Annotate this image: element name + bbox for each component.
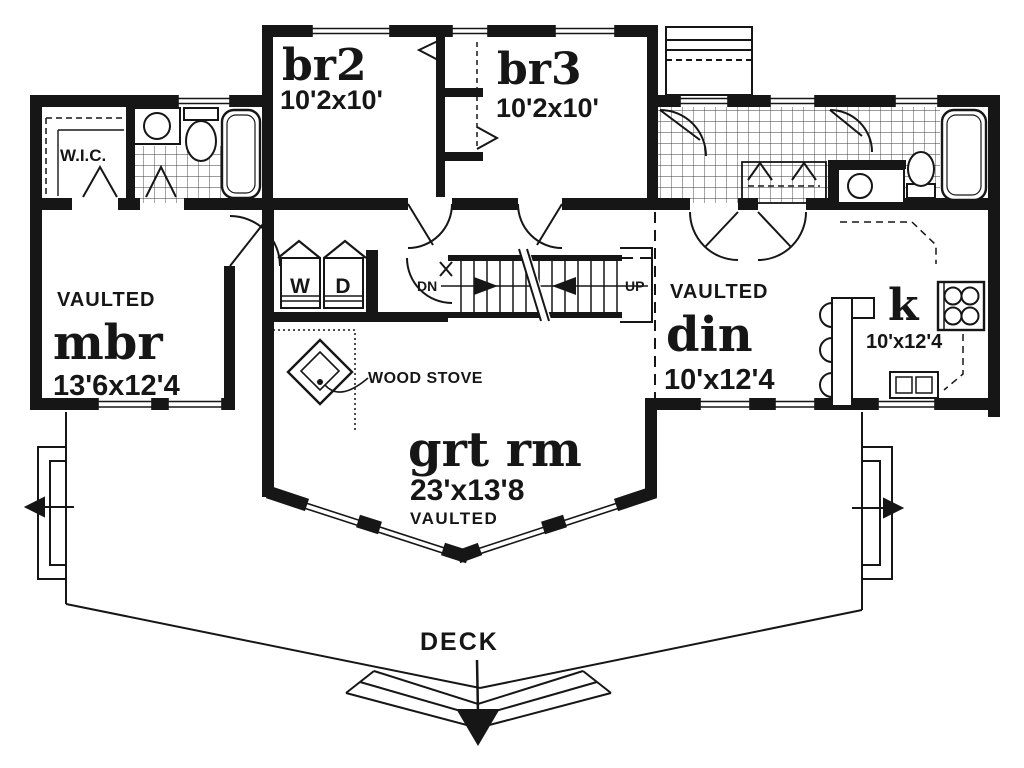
- stair-arrow-up: [552, 277, 576, 295]
- din-door-left: [689, 211, 739, 261]
- din-dims: 10'x12'4: [664, 364, 775, 396]
- bath-right-fixtures: [837, 108, 988, 204]
- main-stairs: [441, 212, 656, 406]
- basement-stair-door: [406, 257, 453, 304]
- sink-icon: [847, 173, 873, 199]
- wood-stove-area: [273, 329, 369, 430]
- wood-stove-label: WOOD STOVE: [368, 370, 483, 387]
- deck-structure: [23, 412, 905, 746]
- stairs-up-label: UP: [625, 278, 644, 294]
- bar-stools: [819, 302, 833, 398]
- deck-edges: [65, 603, 863, 689]
- toilet-icon: [185, 120, 217, 162]
- mbr-label: mbr: [53, 315, 163, 371]
- hall-right-door: [659, 109, 707, 157]
- great-room-label: grt rm: [408, 422, 582, 478]
- br2-label: br2: [282, 40, 367, 91]
- bathtub-icon: [940, 108, 988, 202]
- br3-door: [517, 203, 563, 249]
- range-icon: [936, 280, 986, 332]
- bath-left-fixtures: [133, 107, 262, 200]
- toilet-icon: [907, 151, 935, 187]
- deck-arrow-right: [883, 497, 905, 519]
- deck-label: DECK: [420, 628, 499, 656]
- washer-label: W: [290, 275, 310, 298]
- dryer-label: D: [335, 275, 350, 298]
- washer-icon: [280, 257, 321, 309]
- br3-closet-door: [476, 126, 500, 150]
- hall-closet: [741, 161, 827, 204]
- great-room-vaulted-label: VAULTED: [410, 509, 498, 528]
- deck-arrow-down: [456, 709, 500, 746]
- entry-steps: [665, 26, 753, 96]
- wood-stove-icon: [286, 338, 354, 406]
- hall-closet-doors: [747, 161, 817, 181]
- din-door-right: [757, 211, 807, 261]
- din-vaulted-label: VAULTED: [670, 281, 768, 303]
- br2-closet-door: [416, 39, 441, 62]
- hearth-outline: [273, 329, 356, 430]
- stove-leader-line: [324, 377, 369, 393]
- kitchen-label: k: [888, 280, 920, 331]
- labels: br2 10'2x10' br3 10'2x10' W.I.C. VAULTED…: [53, 40, 943, 656]
- laundry-closet: [277, 239, 367, 309]
- stair-landing: [620, 247, 653, 323]
- bath-right-door: [829, 109, 873, 153]
- br2-dims: 10'2x10': [280, 85, 383, 115]
- stair-arrow-down: [474, 277, 498, 295]
- stairs-dn-label: DN: [417, 278, 437, 294]
- bath-left-door: [145, 164, 177, 198]
- windows: [97, 25, 939, 560]
- doors: [45, 39, 873, 304]
- br2-door: [407, 203, 453, 249]
- vault-ceiling-line: [604, 212, 656, 406]
- br3-dims: 10'2x10': [496, 93, 599, 123]
- kitchen-fixtures: [819, 221, 986, 407]
- mbr-dims: 13'6x12'4: [53, 370, 180, 402]
- counter-overhang-lines: [840, 221, 964, 391]
- din-label: din: [666, 307, 753, 363]
- kitchen-dims: 10'x12'4: [866, 331, 943, 353]
- great-room-left-window: [266, 490, 464, 560]
- great-room-dims: 23'x13'8: [410, 474, 524, 507]
- dryer-icon: [323, 257, 364, 309]
- kitchen-cabinet: [889, 371, 939, 399]
- toilet-tank: [183, 107, 219, 121]
- stair-break-mark: [518, 248, 550, 322]
- deck-arrow-left: [23, 496, 45, 518]
- wic-door: [82, 164, 118, 198]
- walls: [30, 25, 1000, 564]
- bar-counter: [831, 297, 853, 407]
- br3-label: br3: [497, 44, 582, 95]
- wic-shelving: [45, 117, 124, 196]
- great-room-right-window: [461, 490, 657, 560]
- mbr-vaulted-label: VAULTED: [57, 289, 155, 311]
- bathtub-icon: [220, 108, 262, 200]
- wic-label: W.I.C.: [60, 146, 106, 165]
- bifold-doors: [277, 239, 367, 259]
- sink-icon: [143, 112, 171, 140]
